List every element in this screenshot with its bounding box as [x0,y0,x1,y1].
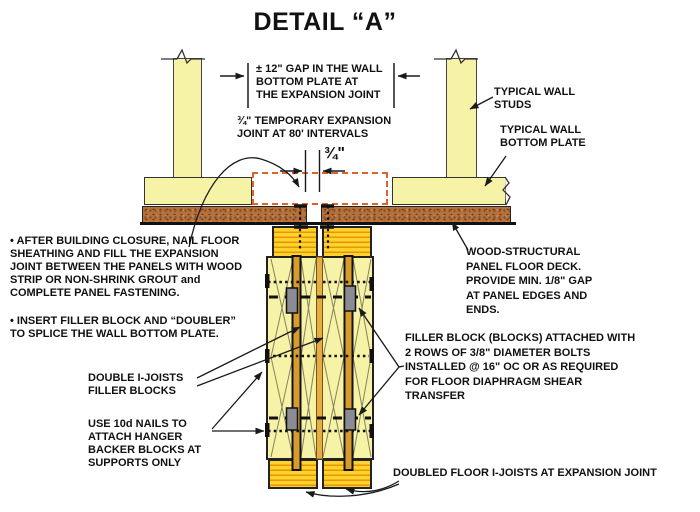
temp-joint-note: ¾" TEMPORARY EXPANSION JOINT AT 80' INTE… [237,115,392,140]
stud-break-marks [161,48,478,65]
label-use-10d-nails: USE 10d NAILS TO ATTACH HANGER BACKER BL… [88,418,202,469]
plate-gap-dashed-outline [252,172,388,205]
page-title: DETAIL “A” [253,8,397,36]
label-typical-wall-studs: TYPICAL WALL STUDS [494,86,576,111]
bottom-flange-right [322,459,372,489]
note-bullet-2: • INSERT FILLER BLOCK AND “DOUBLER” TO S… [10,315,236,340]
joint-width-dim: ¾" [324,145,345,162]
label-typical-wall-bottom-plate: TYPICAL WALL BOTTOM PLATE [500,124,586,149]
label-doubled-floor-i-joists: DOUBLED FLOOR I-JOISTS AT EXPANSION JOIN… [393,467,657,479]
label-floor-deck: WOOD-STRUCTURAL PANEL FLOOR DECK. PROVID… [466,246,593,316]
top-flange-left [272,226,318,258]
bottom-flange-left [268,459,318,489]
top-flange-right [322,226,372,258]
note-bullet-1: • AFTER BUILDING CLOSURE, NAIL FLOOR SHE… [10,235,243,299]
label-double-i-joists: DOUBLE I-JOISTS FILLER BLOCKS [88,372,184,397]
leader-10d-nails-1 [211,371,263,430]
wall-stud-right [446,58,477,178]
wall-stud-left [173,58,202,178]
i-joist-web-region [266,256,374,460]
bottom-plate-left [144,177,252,205]
gap-note: ± 12" GAP IN THE WALL BOTTOM PLATE AT TH… [256,63,383,101]
bottom-plate-right [392,177,506,205]
label-filler-block-bolts: FILLER BLOCK (BLOCKS) ATTACHED WITH 2 RO… [405,332,636,402]
floor-deck-right [321,206,511,223]
floor-deck-left [142,206,307,223]
deck-bottom-line [140,222,516,225]
